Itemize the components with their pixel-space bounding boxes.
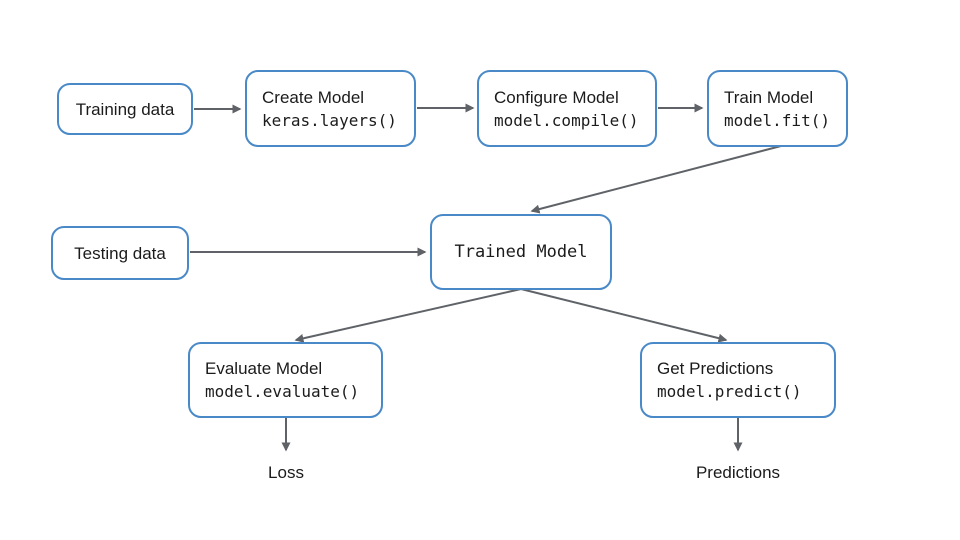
arrow-trained-model-to-get-predictions: [520, 288, 728, 343]
node-create-model-code: keras.layers(): [262, 110, 397, 130]
node-evaluate-model-label: Evaluate Model: [205, 359, 323, 378]
label-predictions: Predictions: [695, 463, 781, 482]
node-configure-model: Configure Model model.compile(): [477, 70, 657, 147]
label-loss: Loss: [268, 463, 304, 482]
node-trained-model-label: Trained Model: [454, 242, 588, 262]
node-create-model-label: Create Model: [262, 87, 365, 107]
node-testing-data: Testing data: [51, 226, 189, 280]
node-training-data: Training data: [57, 83, 193, 135]
node-evaluate-model: Evaluate Model model.evaluate(): [188, 342, 383, 418]
node-testing-data-label: Testing data: [74, 243, 166, 263]
node-train-model: Train Model model.fit(): [707, 70, 848, 147]
node-training-data-label: Training data: [75, 99, 175, 119]
node-train-model-code: model.fit(): [724, 110, 830, 130]
node-get-predictions-label: Get Predictions: [657, 359, 774, 378]
arrow-train-model-to-trained-model: [530, 145, 782, 214]
node-train-model-label: Train Model: [724, 87, 814, 107]
node-trained-model: Trained Model: [430, 214, 612, 290]
arrow-trained-model-to-evaluate-model: [294, 288, 522, 343]
node-create-model: Create Model keras.layers(): [245, 70, 416, 147]
node-configure-model-code: model.compile(): [494, 110, 639, 130]
node-get-predictions: Get Predictions model.predict(): [640, 342, 836, 418]
node-configure-model-label: Configure Model: [494, 87, 619, 107]
node-get-predictions-code: model.predict(): [657, 382, 802, 401]
node-evaluate-model-code: model.evaluate(): [205, 382, 360, 401]
